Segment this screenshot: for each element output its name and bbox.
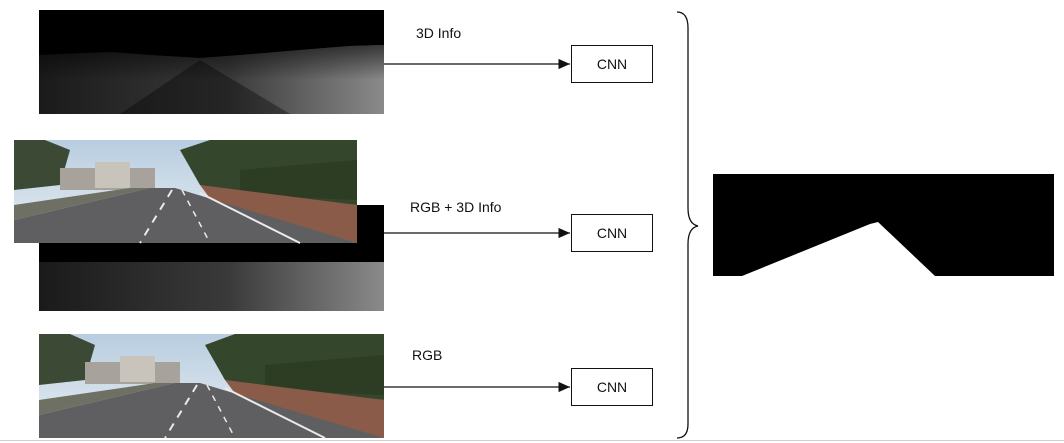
cnn-box-middle-label: CNN xyxy=(596,225,628,241)
cnn-box-top: CNN xyxy=(571,45,653,83)
rgb-image-middle xyxy=(14,140,357,244)
depth-map-image-top xyxy=(39,10,384,114)
rgb-image-bottom xyxy=(39,334,384,439)
label-rgb: RGB xyxy=(412,347,443,363)
label-rgb-3d-info: RGB + 3D Info xyxy=(410,199,502,215)
label-3d-info: 3D Info xyxy=(416,25,462,41)
depth-map-image-middle xyxy=(39,205,384,311)
cnn-box-bottom: CNN xyxy=(571,368,653,406)
cnn-box-bottom-label: CNN xyxy=(596,379,628,395)
output-segmentation-mask xyxy=(713,174,1054,276)
cnn-box-top-label: CNN xyxy=(596,56,628,72)
cnn-box-middle: CNN xyxy=(571,214,653,252)
curly-brace xyxy=(676,11,699,439)
